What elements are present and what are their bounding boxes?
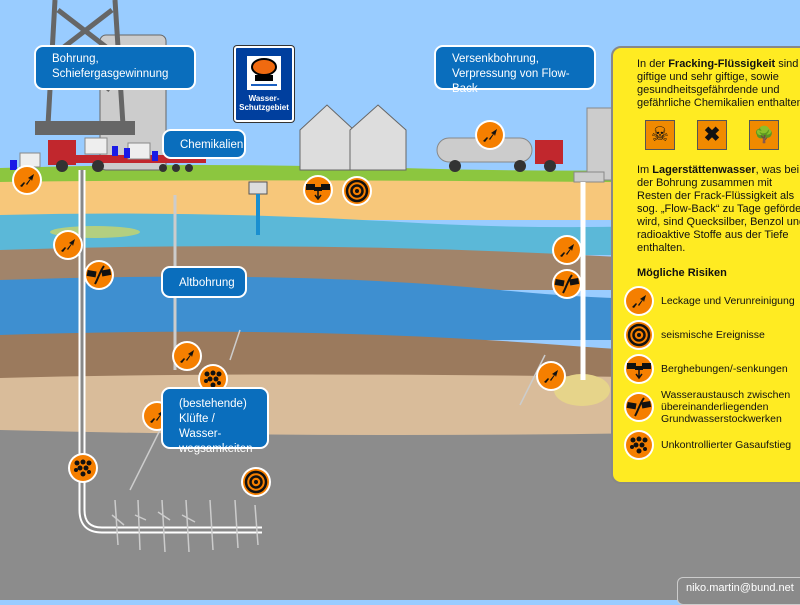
subsidence-icon	[303, 175, 333, 205]
risk-item: Leckage und Verunreinigung	[623, 284, 800, 318]
environment-hazard-icon: 🌳	[749, 120, 779, 150]
fractures	[111, 329, 546, 553]
topsoil-layer	[0, 180, 800, 220]
leak-icon	[172, 341, 202, 371]
subsidence-icon	[623, 353, 655, 385]
info-panel: In der Fracking-Flüssigkeit sind giftige…	[611, 46, 800, 484]
fracking-fluid-text: In der Fracking-Flüssigkeit sind giftige…	[637, 58, 800, 109]
monitoring-well	[248, 181, 268, 195]
harmful-icon: ✖	[697, 120, 727, 150]
chemical-truck	[10, 137, 206, 172]
flowback-tanker	[436, 137, 563, 172]
label-old-well: Altbohrung	[161, 266, 247, 298]
wellhead-base	[573, 171, 605, 183]
risk-item: Wasseraustausch zwischen übereinanderlie…	[623, 386, 800, 428]
gas-rise-icon	[68, 453, 98, 483]
label-chemicals: Chemikalien	[162, 129, 246, 159]
shale-layer	[0, 430, 800, 600]
label-fractures: (bestehende) Klüfte / Wasser-wegsamkeite…	[161, 387, 269, 455]
leak-icon	[536, 361, 566, 391]
flowback-text: Im Lagerstättenwasser, was bei der Bohru…	[637, 164, 800, 254]
label-injection: Versenkbohrung, Verpressung von Flow-Bac…	[434, 45, 596, 95]
sign-text-1: Wasser-	[248, 94, 280, 103]
water-hazard-icon	[247, 56, 281, 90]
well-pipe	[80, 170, 262, 532]
water-exchange-icon	[84, 260, 114, 290]
seismic-icon	[342, 176, 372, 206]
leak-icon	[552, 235, 582, 265]
leak-icon	[475, 120, 505, 150]
risk-item: Unkontrollierter Gasaufstieg	[623, 428, 800, 462]
seismic-icon	[241, 467, 271, 497]
risk-item: seismische Ereignisse	[623, 318, 800, 352]
leak-icon	[53, 230, 83, 260]
rig-platform	[35, 121, 135, 135]
hazard-symbols: ☠ ✖ 🌳	[645, 120, 800, 150]
seismic-icon	[623, 319, 655, 351]
sign-text-2: Schutzgebiet	[239, 103, 289, 112]
water-exchange-icon	[623, 391, 655, 423]
risks-title: Mögliche Risiken	[637, 267, 727, 279]
houses	[299, 104, 407, 171]
flowback-deposit	[554, 374, 610, 406]
water-protection-sign: Wasser- Schutzgebiet	[234, 46, 294, 122]
gas-rise-icon	[623, 429, 655, 461]
leak-icon	[623, 285, 655, 317]
author-credit: niko.martin@bund.net	[677, 577, 800, 605]
leak-icon	[12, 165, 42, 195]
label-drilling: Bohrung, Schiefergasgewinnung	[34, 45, 196, 90]
water-exchange-icon	[552, 269, 582, 299]
shallow-aquifer	[0, 213, 800, 255]
injection-wellhead	[586, 107, 614, 181]
risk-item: Berghebungen/-senkungen	[623, 352, 800, 386]
toxic-icon: ☠	[645, 120, 675, 150]
